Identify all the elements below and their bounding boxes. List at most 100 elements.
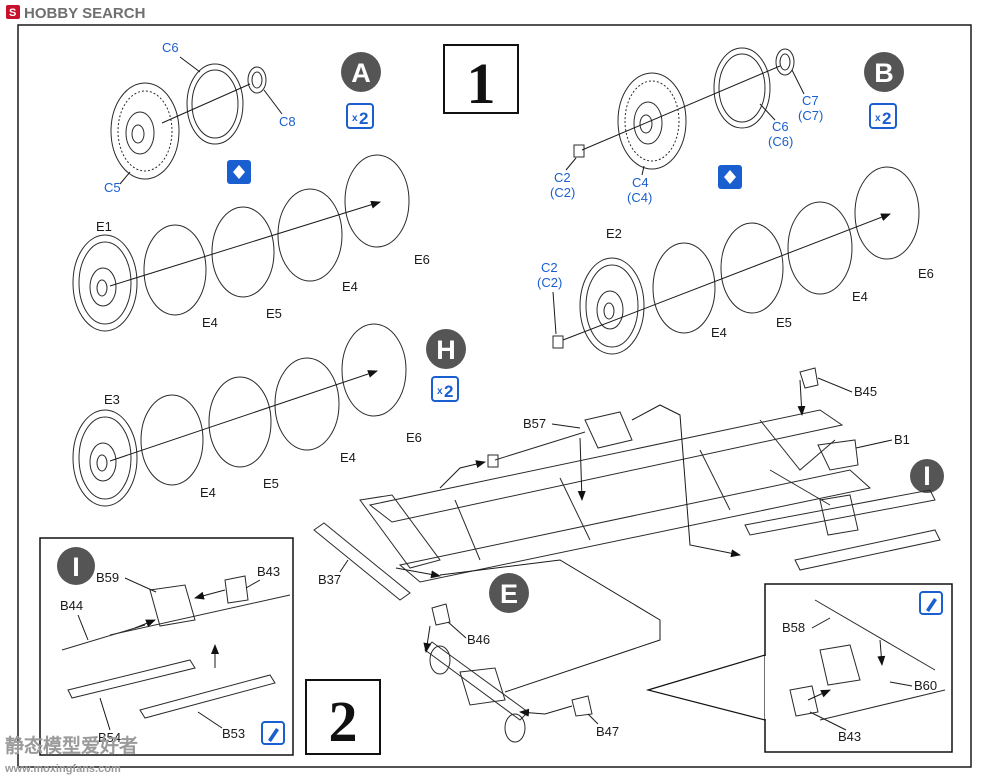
wheel-c4 xyxy=(617,72,687,170)
label-b1: B1 xyxy=(894,432,910,447)
group-e-circle: E xyxy=(489,573,529,613)
label-b54: B54 xyxy=(98,730,121,745)
svg-text:x: x xyxy=(352,113,358,124)
label-b45: B45 xyxy=(854,384,877,399)
label-e3: E3 xyxy=(104,392,120,407)
callout-pointer xyxy=(645,654,766,721)
label-b43: B43 xyxy=(838,729,861,744)
wheel-e2 xyxy=(579,257,645,355)
group-h-multiplier-badge: x 2 xyxy=(431,376,459,402)
label-c6: C6 xyxy=(772,119,789,134)
svg-text:I: I xyxy=(923,461,931,491)
svg-text:x: x xyxy=(437,386,443,397)
disc-e4 xyxy=(274,357,340,451)
disc-e5 xyxy=(720,222,784,314)
disc-e5 xyxy=(211,206,275,298)
label-b43: B43 xyxy=(257,564,280,579)
label-b47: B47 xyxy=(596,724,619,739)
disc-e4 xyxy=(652,242,716,334)
label-b60: B60 xyxy=(914,678,937,693)
page-frame xyxy=(17,24,972,768)
leaf-spring-b54 xyxy=(67,659,196,699)
gearbox-b57 xyxy=(487,411,633,468)
label-e6: E6 xyxy=(406,430,422,445)
label-e4: E4 xyxy=(340,450,356,465)
group-a-multiplier-badge: x 2 xyxy=(346,103,374,129)
watermark: 静态模型爱好者 www.moxingfans.com xyxy=(4,734,138,775)
step-2-box: 2 xyxy=(305,679,381,755)
svg-text:2: 2 xyxy=(444,382,453,401)
svg-text:www.moxingfans.com: www.moxingfans.com xyxy=(4,763,121,775)
tire-tread-c6 xyxy=(713,47,771,129)
label-b37: B37 xyxy=(318,572,341,587)
step-number: 2 xyxy=(329,689,358,754)
group-a-circle: A xyxy=(341,52,381,92)
hub-cap-c8 xyxy=(247,66,267,94)
label-e6: E6 xyxy=(918,266,934,281)
label-e4: E4 xyxy=(200,485,216,500)
nut-c2 xyxy=(573,144,585,158)
svg-text:E: E xyxy=(500,579,518,609)
svg-text:HOBBY SEARCH: HOBBY SEARCH xyxy=(24,5,145,22)
svg-text:2: 2 xyxy=(882,109,891,128)
svg-text:x: x xyxy=(875,113,881,124)
disc-e4 xyxy=(140,394,204,486)
glue-icon xyxy=(261,721,285,745)
label-e4: E4 xyxy=(202,315,218,330)
label-c4: C4 xyxy=(632,175,649,190)
front-axle-detail xyxy=(789,599,946,721)
label-c4-alt: (C4) xyxy=(627,190,652,205)
label-e4: E4 xyxy=(342,279,358,294)
wheel-c5 xyxy=(110,82,180,180)
bracket-b47 xyxy=(571,695,593,717)
svg-text:静态模型爱好者: 静态模型爱好者 xyxy=(5,734,138,757)
nut-c2 xyxy=(552,335,564,349)
assembly-arrow xyxy=(109,200,381,287)
group-b-circle: B xyxy=(864,52,904,92)
label-b46: B46 xyxy=(467,632,490,647)
group-i-circle: I xyxy=(57,547,95,585)
disc-e4 xyxy=(143,224,207,316)
label-b53: B53 xyxy=(222,726,245,741)
tire-tread-c6 xyxy=(186,63,244,145)
assembly-arrow xyxy=(562,213,891,341)
label-c2-alt: (C2) xyxy=(550,185,575,200)
label-e1: E1 xyxy=(96,219,112,234)
front-axle-assembly xyxy=(424,641,529,743)
wheel-e1 xyxy=(72,234,138,332)
hobby-search-logo: S HOBBY SEARCH xyxy=(6,5,145,22)
label-c2-alt: (C2) xyxy=(537,275,562,290)
glue-icon xyxy=(919,591,943,615)
label-c8: C8 xyxy=(279,114,296,129)
group-i-circle: I xyxy=(910,459,944,493)
assembly-line xyxy=(581,65,781,151)
label-e4: E4 xyxy=(711,325,727,340)
svg-text:2: 2 xyxy=(359,109,368,128)
group-b-multiplier-badge: x 2 xyxy=(869,103,897,129)
label-c2: C2 xyxy=(541,260,558,275)
rear-axle-assembly xyxy=(744,469,941,571)
svg-text:I: I xyxy=(72,552,80,582)
label-e2: E2 xyxy=(606,226,622,241)
bracket-b45 xyxy=(799,367,819,389)
leaf-spring-b53 xyxy=(139,674,276,719)
label-e6: E6 xyxy=(414,252,430,267)
chassis-frame-b1 xyxy=(359,409,872,583)
group-h-circle: H xyxy=(426,329,466,369)
label-c7-alt: (C7) xyxy=(798,108,823,123)
differential-b59 xyxy=(109,575,291,636)
label-b44: B44 xyxy=(60,598,83,613)
driveshaft-b44 xyxy=(61,624,146,651)
label-c5: C5 xyxy=(104,180,121,195)
disc-e5 xyxy=(208,376,272,468)
label-c2: C2 xyxy=(554,170,571,185)
flip-icon xyxy=(227,160,251,184)
label-e5: E5 xyxy=(266,306,282,321)
svg-text:B: B xyxy=(874,58,894,88)
step-number: 1 xyxy=(467,51,496,116)
label-e5: E5 xyxy=(263,476,279,491)
disc-e6 xyxy=(341,323,407,417)
label-e4: E4 xyxy=(852,289,868,304)
hub-cap-c7 xyxy=(775,48,795,76)
